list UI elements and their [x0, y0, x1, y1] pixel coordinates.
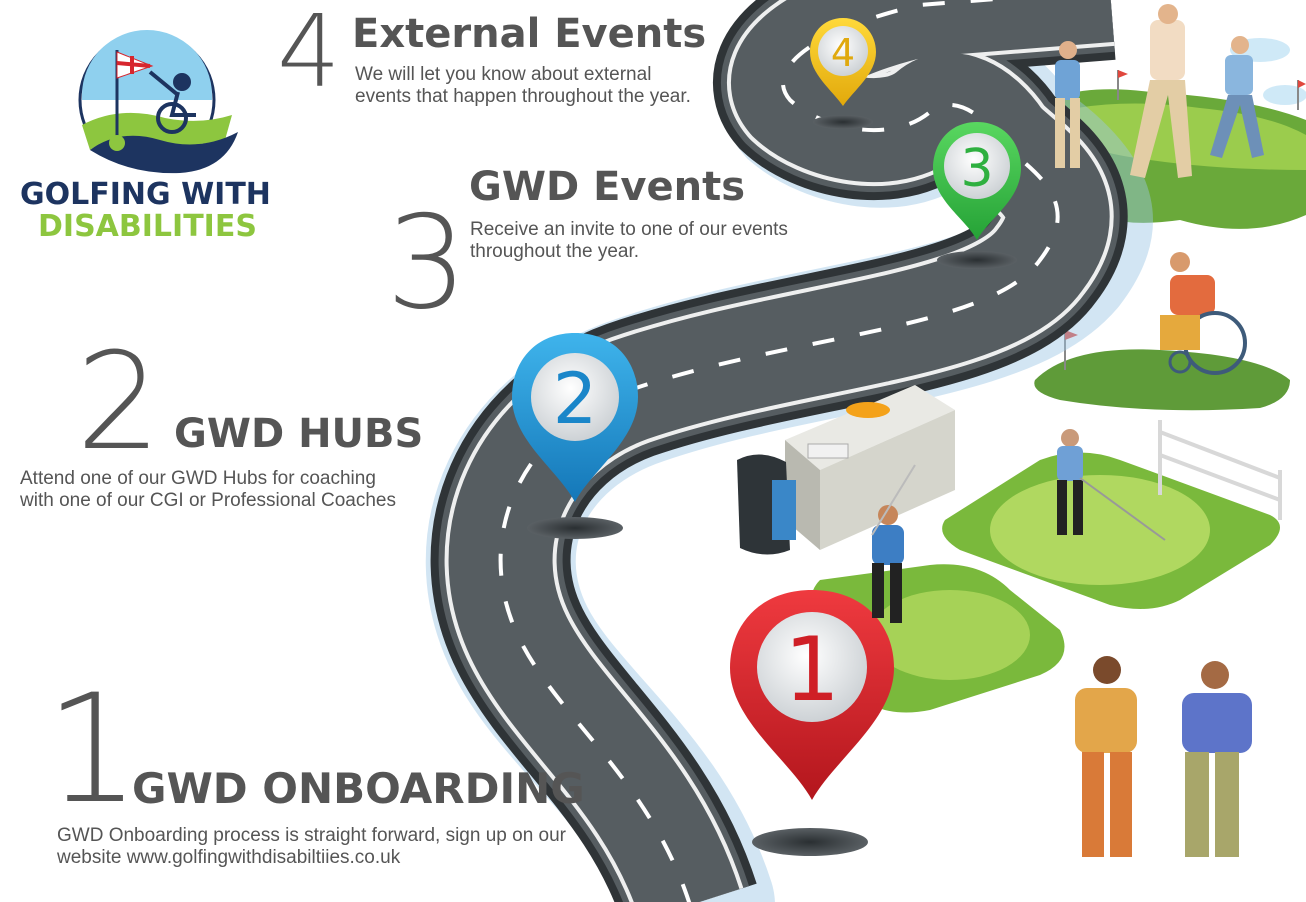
pin-shadow-1 [752, 828, 868, 856]
golfers-top-right [1055, 4, 1264, 178]
step-4-number: 4 [277, 0, 341, 110]
pin-2: 2 [512, 333, 638, 502]
logo-green-wave [82, 112, 232, 150]
putting-green-right-inner [990, 475, 1210, 585]
step-1-desc-line2: website www.golfingwithdisabiltiies.co.u… [57, 847, 401, 868]
step-2-desc-line1: Attend one of our GWD Hubs for coaching [20, 468, 376, 489]
pin-4-label: 4 [831, 31, 855, 75]
logo-blue-wave [90, 132, 238, 174]
fence [1158, 420, 1282, 520]
step-1-number: 1 [45, 663, 141, 837]
wheelchair-golfer-icon [148, 70, 196, 134]
step-1-desc-line1: GWD Onboarding process is straight forwa… [57, 825, 567, 846]
road [425, 0, 1151, 902]
step-2-title: GWD HUBS [174, 411, 424, 457]
pin-2-label: 2 [553, 358, 598, 440]
golfer-blue-shirt [871, 464, 916, 623]
pin-shadow-4 [813, 115, 873, 129]
pin-3: 3 [933, 122, 1021, 240]
logo-text-line1: GOLFING WITH [20, 177, 271, 212]
step-4-title: External Events [352, 11, 707, 57]
pin-3-label: 3 [960, 139, 993, 199]
pin-1: 1 [730, 590, 894, 800]
wheelchair-green [1034, 349, 1290, 411]
step-2-desc-line2: with one of our CGI or Professional Coac… [20, 490, 396, 511]
step-4-desc-line2: events that happen throughout the year. [355, 86, 691, 107]
step-3-desc-line2: throughout the year. [470, 241, 640, 262]
hill-top-right-light [1030, 103, 1306, 170]
step-2-number: 2 [76, 324, 162, 480]
gwd-logo [78, 30, 238, 174]
pin-4: 4 [810, 18, 876, 106]
road-asphalt [448, 0, 1115, 902]
handshake-people [1075, 656, 1252, 857]
step-3-desc-line1: Receive an invite to one of our events [470, 219, 788, 240]
step-3-number: 3 [386, 189, 468, 338]
wheelchair-golfer [1160, 252, 1247, 375]
putting-green-left-inner [870, 590, 1030, 680]
step-4-desc-line1: We will let you know about external [355, 64, 652, 85]
logo-text-line2: DISABILITIES [38, 209, 257, 244]
pin-1-label: 1 [784, 618, 840, 721]
step-3-title: GWD Events [469, 164, 746, 210]
step-1-title: GWD ONBOARDING [132, 764, 585, 813]
practice-bay-illustration [737, 385, 955, 555]
pin-shadow-2 [527, 517, 623, 539]
pin-shadow-3 [937, 251, 1017, 269]
golfer-on-green [1057, 429, 1166, 541]
